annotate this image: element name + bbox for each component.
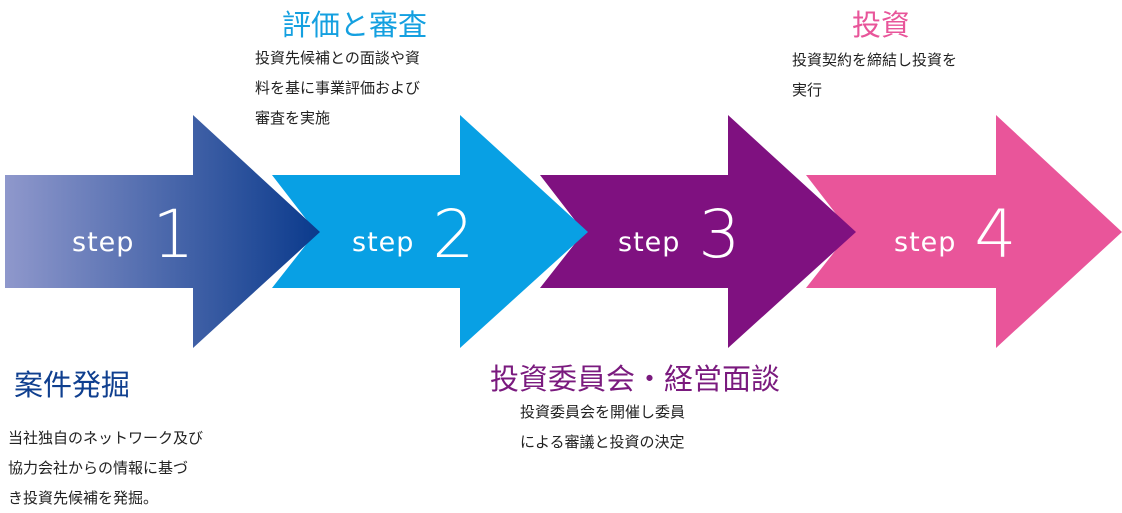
step2-description-line: 料を基に事業評価および <box>255 79 421 97</box>
step3-number: 3 <box>698 196 741 273</box>
step4-label: step 4 <box>894 196 1016 273</box>
step1-label: step 1 <box>72 196 194 273</box>
step1-description-line: き投資先候補を発掘。 <box>8 489 159 507</box>
step4-word: step <box>894 227 957 258</box>
step2-description-line: 投資先候補との面談や資 <box>255 49 420 67</box>
step4-title: 投資 <box>852 8 911 42</box>
step1-description-line: 協力会社からの情報に基づ <box>8 459 189 477</box>
step2-description-line: 審査を実施 <box>255 109 331 127</box>
step3-arrow <box>540 115 856 348</box>
step1-arrow <box>5 115 320 348</box>
step3-description: 投資委員会を開催し委員 による審議と投資の決定 <box>520 397 685 457</box>
step1-title: 案件発掘 <box>14 368 131 402</box>
step4-description-line: 実行 <box>792 81 823 99</box>
step2-label: step 2 <box>352 196 474 273</box>
step1-number: 1 <box>152 196 195 273</box>
step4-description-line: 投資契約を締結し投資を <box>792 51 958 69</box>
step4-arrow <box>806 115 1122 348</box>
step3-label: step 3 <box>618 196 740 273</box>
step2-description: 投資先候補との面談や資 料を基に事業評価および 審査を実施 <box>255 43 420 133</box>
step3-title: 投資委員会・経営面談 <box>490 362 781 396</box>
step3-word: step <box>618 227 681 258</box>
step2-arrow <box>272 115 588 348</box>
step3-description-line: 投資委員会を開催し委員 <box>520 403 686 421</box>
step2-title: 評価と審査 <box>282 8 428 42</box>
step4-description: 投資契約を締結し投資を 実行 <box>792 45 957 105</box>
step3-description-line: による審議と投資の決定 <box>520 433 685 451</box>
step2-word: step <box>352 227 415 258</box>
step1-description: 当社独自のネットワーク及び 協力会社からの情報に基づ き投資先候補を発掘。 <box>8 423 203 513</box>
step1-description-line: 当社独自のネットワーク及び <box>8 429 204 447</box>
step1-word: step <box>72 227 135 258</box>
step2-number: 2 <box>432 196 475 273</box>
step4-number: 4 <box>974 196 1017 273</box>
